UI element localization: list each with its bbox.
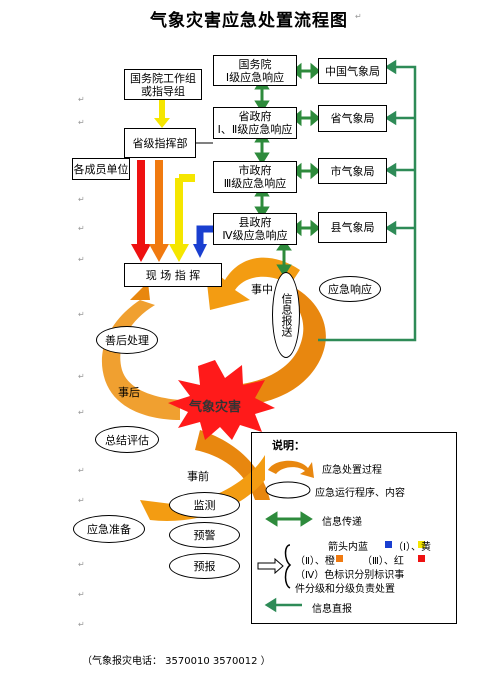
- cma-label: 中国气象局: [325, 64, 380, 78]
- before-label: 事前: [187, 470, 209, 483]
- after-label: 事后: [118, 386, 140, 399]
- paragraph-mark: ↵: [355, 12, 362, 21]
- legend-program-label: 应急运行程序、内容: [315, 488, 405, 499]
- provincial-bureau-box: 省气象局: [318, 105, 387, 132]
- emergency-response-oval: 应急响应: [319, 276, 381, 302]
- evaluation-label: 总结评估: [105, 433, 149, 447]
- city-bureau-box: 市气象局: [318, 158, 387, 184]
- aftermath-oval: 善后处理: [96, 326, 158, 354]
- legend-process-swatch: [268, 460, 314, 478]
- working-group-box: 国务院工作组或指导组: [124, 69, 202, 100]
- orange-arrow-head: [149, 244, 169, 262]
- emergency-response-label: 应急响应: [328, 283, 372, 296]
- info-report-label: 信息报送: [280, 293, 293, 337]
- cycle-arrow-top: [205, 257, 300, 310]
- legend-title: 说明：: [272, 439, 305, 452]
- preparation-label: 应急准备: [87, 523, 131, 536]
- cma-box: 中国气象局: [318, 58, 387, 84]
- legend-hollow-arrow: [257, 557, 284, 575]
- monitoring-label: 监测: [193, 499, 216, 512]
- orange-arrow-shaft: [155, 160, 163, 244]
- red-arrow-head: [131, 244, 151, 262]
- direct-report-lines: [318, 59, 417, 342]
- legend-process-label: 应急处置过程: [322, 465, 382, 476]
- provincial-gov-label: 省政府: [238, 110, 272, 123]
- cycle-arrow-left: [101, 300, 180, 420]
- state-council-level: Ⅰ级应急响应: [225, 70, 285, 84]
- working-group-label: 国务院工作组或指导组: [130, 71, 196, 98]
- legend-desc-1: 箭头内蓝: [328, 542, 368, 553]
- city-gov-label: 市政府: [238, 164, 272, 177]
- forecast-oval: 预报: [169, 553, 240, 579]
- field-command-box: 现 场 指 挥: [124, 263, 222, 287]
- provincial-hq-box: 省级指挥部: [124, 128, 196, 158]
- preparation-oval: 应急准备: [73, 515, 145, 543]
- legend-info-swatch: [265, 511, 313, 527]
- county-gov-label: 县政府: [238, 216, 272, 229]
- during-label: 事中: [251, 283, 273, 296]
- yellow-arrow-head: [169, 244, 189, 262]
- member-units-label: 各成员单位: [73, 162, 129, 176]
- state-council-label: 国务院: [238, 57, 272, 71]
- provincial-gov-box: 省政府 Ⅰ、Ⅱ级应急响应: [213, 107, 297, 139]
- aftermath-label: 善后处理: [105, 334, 149, 347]
- wg-arrow-shaft: [159, 100, 165, 120]
- warning-oval: 预警: [169, 522, 240, 548]
- footer-phone: （气象报灾电话： 3570010 3570012 ）: [82, 656, 271, 667]
- red-arrow-shaft: [137, 160, 145, 244]
- warning-label: 预警: [193, 529, 216, 542]
- info-report-oval: 信息报送: [272, 272, 300, 358]
- county-gov-box: 县政府 Ⅳ级应急响应: [213, 213, 297, 245]
- legend-desc-2b: （Ⅲ）、红: [362, 556, 404, 567]
- legend-box: [251, 432, 457, 624]
- county-bureau-box: 县气象局: [318, 212, 387, 243]
- field-command-label: 现 场 指 挥: [145, 268, 201, 282]
- state-council-box: 国务院 Ⅰ级应急响应: [213, 55, 297, 86]
- cycle-arrow-right: [210, 285, 326, 407]
- legend-info-label: 信息传递: [322, 517, 362, 528]
- county-gov-level: Ⅳ级应急响应: [222, 229, 288, 242]
- city-bureau-label: 市气象局: [330, 164, 375, 178]
- blue-arrow-line: [196, 225, 213, 244]
- city-gov-box: 市政府 Ⅲ级应急响应: [213, 161, 297, 193]
- monitoring-oval: 监测: [169, 492, 240, 518]
- legend-desc-1b: （Ⅰ）、黄: [393, 542, 431, 553]
- page-title: 气象灾害应急处置流程图: [150, 11, 348, 31]
- legend-desc-2: （Ⅱ）、橙: [295, 556, 335, 567]
- legend-oval-swatch: [265, 481, 311, 499]
- forecast-label: 预报: [193, 560, 216, 573]
- provincial-hq-label: 省级指挥部: [132, 136, 188, 150]
- disaster-star: [168, 360, 275, 440]
- legend-desc-3: （Ⅳ）色标识分别标识事: [295, 570, 405, 581]
- green-vertical-links: [254, 77, 270, 219]
- member-units-box: 各成员单位: [72, 158, 130, 180]
- evaluation-oval: 总结评估: [95, 426, 159, 453]
- provincial-bureau-label: 省气象局: [330, 112, 375, 125]
- disaster-label: 气象灾害: [189, 400, 242, 415]
- county-bureau-label: 县气象局: [330, 221, 375, 234]
- city-gov-level: Ⅲ级应急响应: [223, 177, 287, 190]
- legend-direct-swatch: [264, 597, 302, 613]
- legend-direct-label: 信息直报: [312, 604, 352, 615]
- blue-arrow-head: [193, 244, 207, 258]
- legend-desc-4: 件分级和分级负责处置: [295, 584, 395, 595]
- green-horizontal-links: [291, 62, 321, 237]
- provincial-gov-level: Ⅰ、Ⅱ级应急响应: [217, 123, 293, 136]
- yellow-arrow-shaft: [175, 178, 183, 244]
